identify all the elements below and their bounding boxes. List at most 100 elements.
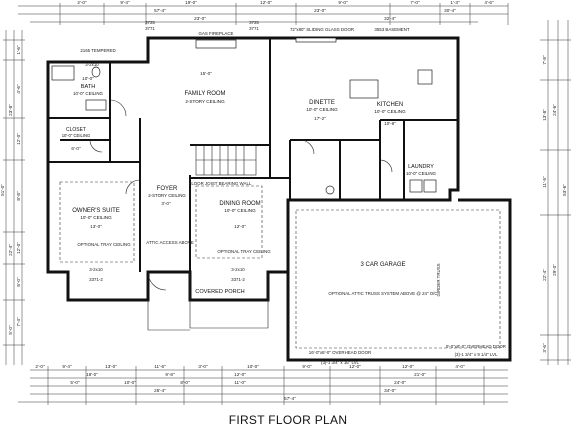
dimension-text-bottom: 2'-0" 9'-4" 13'-0" 11'-6" 3'-0" 10'-0" 9…: [35, 364, 465, 401]
fireplace-icon: [195, 39, 237, 49]
dim-left3-0: 51'-0": [0, 184, 5, 196]
dim-bottom3-4: 24'-0": [394, 380, 406, 385]
dim-right-1: 13'-8": [542, 109, 547, 121]
dim-right2-1: 29'-0": [552, 264, 557, 276]
room-garage-name: 3 CAR GARAGE: [360, 262, 405, 268]
dim-right-4: 3'-6": [542, 343, 547, 353]
window-tag-6: 3-2x10: [89, 267, 103, 272]
fixtures: [51, 37, 437, 195]
note-gas-fireplace: GAS FIREPLACE: [199, 31, 234, 36]
dim-top-6: 1'-3": [450, 0, 460, 5]
room-dining-note: OPTIONAL TRAY CEILING: [217, 249, 271, 254]
dim-inner-4: 12'-0": [234, 224, 246, 229]
dim-inner-1: 10'-0": [82, 76, 94, 81]
dim-top3-1: 32'-4": [384, 16, 396, 21]
plan-title: FIRST FLOOR PLAN: [228, 413, 348, 427]
tray-ceiling-outlines: [59, 181, 501, 349]
dim-bottom3-3: 11'-0": [234, 380, 246, 385]
note-girder-truss: GIRDER TRUSS: [436, 263, 441, 296]
room-owners-name: OWNER'S SUITE: [72, 208, 119, 214]
window-tags: 3725 3771 3725 3771 3-2x10 3-2x10 3-2x10…: [85, 20, 259, 282]
room-owners-ceiling: 10'-0" CEILING: [80, 215, 112, 220]
powder-toilet-icon: [325, 185, 335, 195]
dim-top-4: 9'-0": [338, 0, 348, 5]
note-floor-joist: FLOOR JOIST BEARING WALL: [189, 181, 252, 186]
washer-icon: [409, 179, 423, 193]
window-tag-7: 3-2x10: [231, 267, 245, 272]
vanity-icon: [85, 99, 107, 111]
dim-left-2: 12'-0": [16, 133, 21, 145]
dim-right-2: 11'-5": [542, 176, 547, 188]
room-owners-note: OPTIONAL TRAY CEILING: [77, 242, 131, 247]
dim-bottom2-3: 21'-0": [414, 372, 426, 377]
dim-bottom3-0: 5'-0": [70, 380, 80, 385]
dim-bottom4-1: 34'-0": [384, 388, 396, 393]
room-dinette-name: DINETTE: [309, 100, 335, 106]
dimension-text-left: 1'-6" 4'-6" 12'-0" 8'-8" 12'-0" 6'-0" 7'…: [0, 45, 21, 335]
note-beam-right: (3)-1 3/4" x 9 1/4" LVL: [455, 352, 498, 357]
dryer-icon: [423, 179, 437, 193]
note-overhead-door-right: 9'-0"x8'-0" OVERHEAD DOOR: [446, 344, 506, 349]
dim-bottom2-2: 12'-0": [234, 372, 246, 377]
dim-inner-5: 17'-2": [314, 116, 326, 121]
room-labels: FAMILY ROOM 2-STORY CEILING BATH 10'-0" …: [62, 84, 438, 296]
room-dining-ceiling: 10'-0" CEILING: [224, 208, 256, 213]
note-attic-access: ATTIC ACCESS ABOVE: [146, 240, 194, 245]
room-kitchen-ceiling: 10'-0" CEILING: [374, 109, 406, 114]
dim-right2-0: 24'-6": [552, 104, 557, 116]
dim-inner-6: 10'-8": [384, 121, 396, 126]
window-tag-9: 3371-2: [231, 277, 245, 282]
dim-top-2: 19'-0": [185, 0, 197, 5]
dim-left-4: 12'-0": [16, 242, 21, 254]
dim-inner-3: 13'-0": [90, 224, 102, 229]
door-swings: [89, 99, 393, 291]
annotations: GAS FIREPLACE 72"x80" SLIDING GLASS DOOR…: [80, 27, 506, 365]
window-tag-8: 3371-2: [89, 277, 103, 282]
room-closet-ceiling: 10'-0" CEILING: [62, 133, 91, 138]
dim-top-7: 4'-6": [484, 0, 494, 5]
bathtub-icon: [51, 65, 75, 81]
room-kitchen-name: KITCHEN: [377, 102, 403, 108]
dim-top2-0: 57'-4": [154, 8, 166, 13]
dim-top-3: 12'-0": [260, 0, 272, 5]
dim-left2-2: 5'-0": [8, 325, 13, 335]
dim-bottom-0: 2'-0": [35, 364, 45, 369]
exterior-walls: [46, 36, 512, 362]
dim-inner-0: 15'-0": [200, 71, 212, 76]
note-sliding-door: 72"x80" SLIDING GLASS DOOR: [290, 27, 354, 32]
dim-bottom-4: 3'-0": [198, 364, 208, 369]
room-foyer-name: FOYER: [157, 186, 178, 192]
dim-bottom5-0: 57'-4": [284, 396, 296, 401]
dim-bottom-5: 10'-0": [247, 364, 259, 369]
note-basement: 3553 BASEMENT: [374, 27, 409, 32]
staircase: [195, 144, 257, 176]
dim-bottom-9: 4'-0": [455, 364, 465, 369]
inner-dimensions: 15'-0" 10'-0" 6'-0" 13'-0" 12'-0" 17'-2"…: [71, 71, 396, 229]
dim-bottom-3: 11'-6": [154, 364, 166, 369]
dim-bottom-1: 9'-4": [62, 364, 72, 369]
dim-top-1: 9'-4": [120, 0, 130, 5]
dim-top3-0: 23'-0": [194, 16, 206, 21]
dim-left-5: 6'-0": [16, 277, 21, 287]
dim-left-0: 1'-6": [16, 45, 21, 55]
dim-bottom3-2: 8'-0": [180, 380, 190, 385]
window-tag-4: 3771: [249, 26, 259, 31]
room-family-name: FAMILY ROOM: [184, 91, 225, 97]
kitchen-island-icon: [349, 79, 379, 99]
room-dining-name: DINING ROOM: [219, 201, 260, 207]
window-tag-3: 3725: [249, 20, 259, 25]
sliding-door-icon: [295, 37, 337, 43]
dim-bottom4-0: 25'-4": [154, 388, 166, 393]
room-bath-name: BATH: [81, 84, 96, 90]
dim-bottom-7: 12'-0": [349, 364, 361, 369]
room-laundry-name: LAUNDRY: [408, 164, 434, 170]
room-foyer-ceiling: 2-STORY CEILING: [148, 193, 186, 198]
window-tag-2: 3771: [145, 26, 155, 31]
dim-left-6: 7'-4": [16, 317, 21, 327]
window-tag-5: 3-2x10: [85, 62, 99, 67]
dim-top-0: 2'-0": [77, 0, 87, 5]
dim-left-3: 8'-8": [16, 191, 21, 201]
dimension-text-top: 2'-0" 9'-4" 19'-0" 12'-0" 9'-0" 7'-0" 1'…: [77, 0, 494, 21]
dim-bottom2-0: 18'-0": [86, 372, 98, 377]
dim-left-1: 4'-6": [16, 84, 21, 94]
